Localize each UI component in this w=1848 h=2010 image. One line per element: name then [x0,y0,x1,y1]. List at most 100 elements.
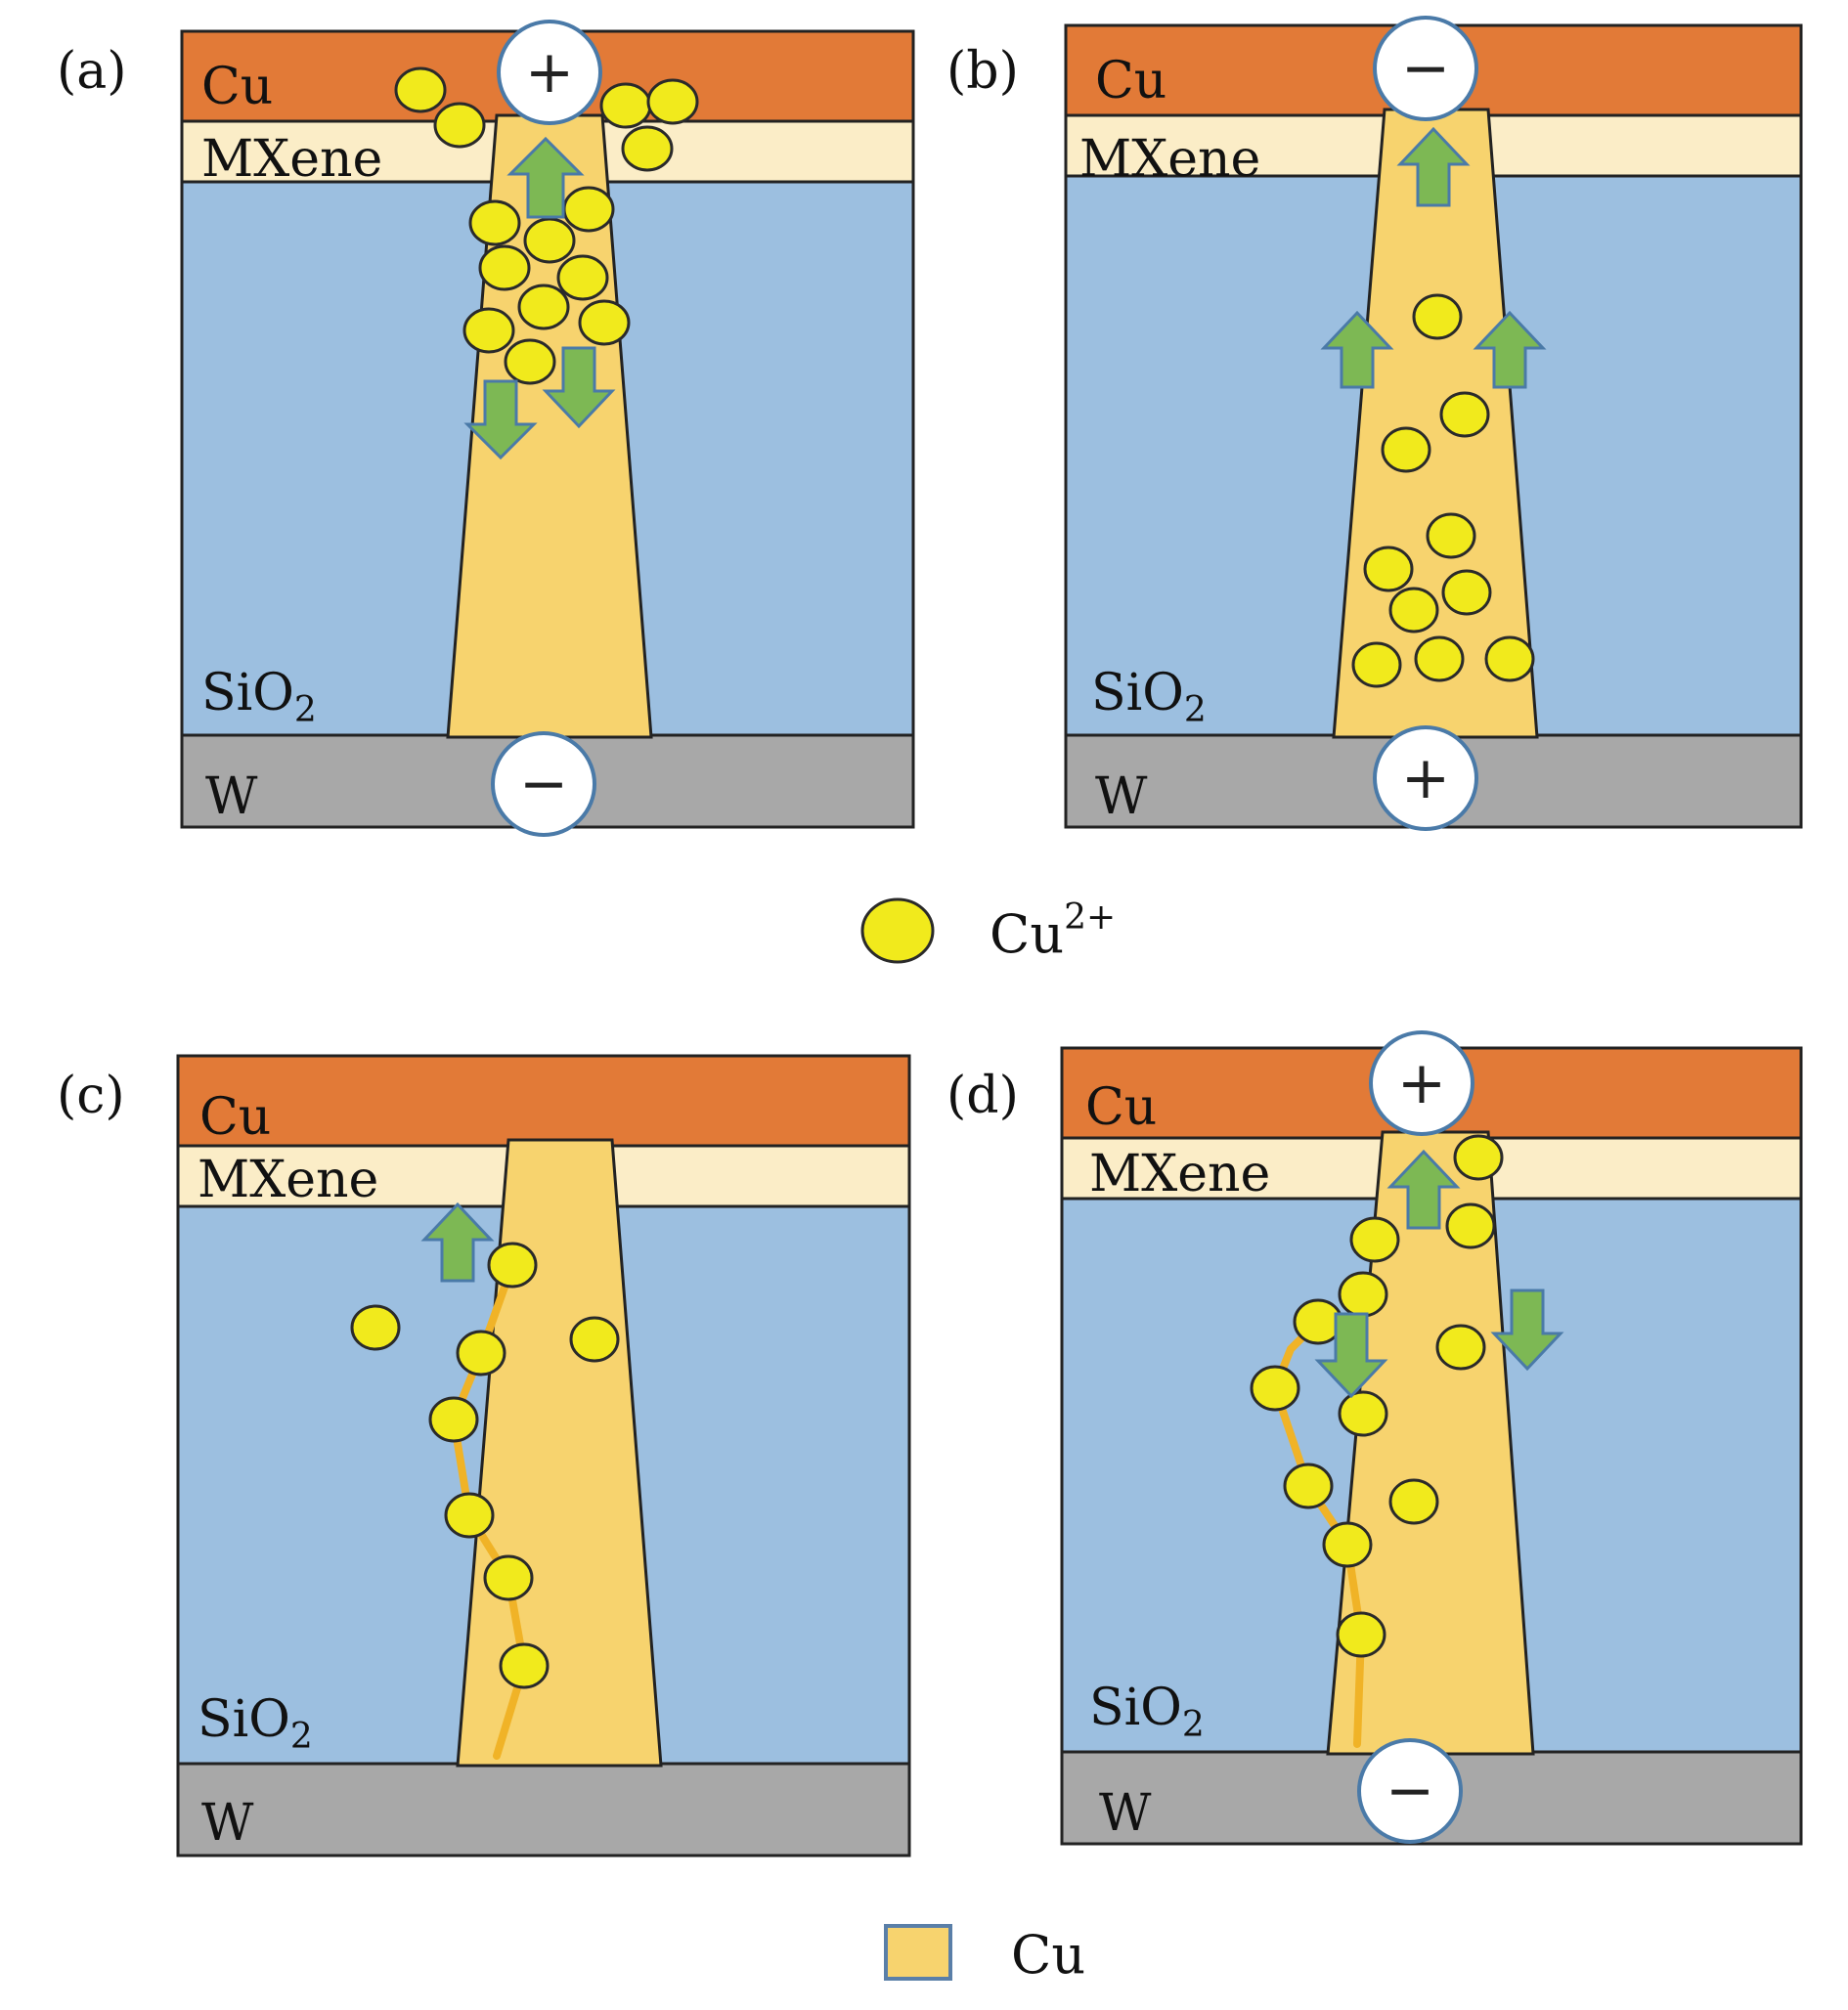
cu-ion [646,78,699,125]
cu-ion [456,1330,506,1376]
w-label: W [1095,767,1148,826]
arrow-down-icon [1490,1289,1564,1372]
positive-electrode [1373,725,1478,831]
cu-ion [1336,1611,1386,1658]
negative-electrode [491,731,596,837]
cu-ion [569,1316,620,1363]
panel-label: (a) [57,42,127,101]
cu-ion [556,254,609,301]
positive-electrode [497,20,602,125]
cu-ion [478,244,531,291]
arrow-group [463,136,616,460]
filament-legend-label: Cu [1011,1924,1085,1986]
arrow-down-icon [542,346,616,429]
cu-ion [1381,426,1431,473]
panel-d: (d) Cu MXene SiO2 W + − [946,1030,1803,1846]
positive-electrode [1369,1030,1474,1136]
panel-a: (a) Cu MXene SiO2 W + − [57,20,915,837]
sio2-label: SiO2 [1091,664,1207,730]
ion-legend-swatch [860,897,935,964]
negative-sign: − [1386,1757,1434,1825]
cu-ion [433,102,486,149]
cu-ion [350,1304,401,1351]
cu-label: Cu [201,58,273,116]
cu-ion [462,307,515,354]
cu-ion [1338,1271,1388,1318]
cu-ion [1441,569,1492,616]
cu-ion [504,338,556,385]
negative-electrode [1373,16,1478,121]
cu-ion [578,299,631,346]
arrow-down-icon [463,379,538,460]
ion-legend-label: Cu2+ [990,897,1116,965]
filament-legend-swatch [884,1924,952,1981]
arrow-up-icon [1396,126,1471,207]
cu-ion [1426,512,1476,559]
cu-ion [394,66,447,113]
sio2-label: SiO2 [198,1690,313,1757]
arrow-up-icon [420,1202,495,1283]
cu-label: Cu [1095,52,1166,110]
w-layer [176,1762,911,1857]
cu-label: Cu [1085,1078,1157,1137]
mxene-label: MXene [201,130,382,189]
arrow-up-icon [1473,310,1547,389]
cu-ion [1412,293,1463,340]
cu-ion [487,1242,538,1289]
sio2-label: SiO2 [1089,1679,1205,1745]
positive-sign: + [525,38,574,107]
cu-ion [1322,1521,1373,1568]
cu-ion [562,186,615,233]
cu-ion [1484,635,1535,682]
panel-label: (c) [57,1067,125,1125]
w-label: W [205,767,258,826]
cu-ion [1414,635,1465,682]
panel-c: (c) Cu MXene SiO2 W [57,1054,911,1857]
cu-ion [1453,1134,1504,1181]
cu-ion [1445,1202,1496,1249]
arrow-group [1314,1149,1564,1399]
cu-ion [444,1492,495,1539]
cu-layer [176,1054,911,1148]
cu-ion [599,82,652,129]
w-label: W [1099,1784,1152,1843]
panel-b: (b) Cu MXene SiO2 W − + [946,16,1803,831]
cu-ion [1351,641,1402,688]
cu-ion [1250,1365,1300,1412]
cu-ion [483,1554,534,1601]
negative-sign: − [519,750,568,818]
mxene-label: MXene [198,1151,378,1209]
sio2-label: SiO2 [201,664,317,730]
cu-ion [1283,1463,1334,1509]
ion-legend: Cu2+ [860,897,1116,965]
cu-ion [1388,587,1439,634]
cu-ion [1363,546,1414,592]
cu-ion [1439,391,1490,438]
positive-sign: + [1397,1049,1446,1117]
arrow-group [1320,126,1547,389]
cu-ion [523,217,576,264]
cu-ion [1388,1478,1439,1525]
cu-ion [1349,1216,1400,1263]
arrow-up-icon [506,136,585,219]
ion-group [1351,293,1535,688]
positive-sign: + [1401,744,1450,812]
cu-filament [456,1138,663,1768]
panel-label: (b) [946,42,1019,101]
cu-ion [517,284,570,330]
filament-legend: Cu [884,1924,1085,1986]
cu-label: Cu [199,1088,271,1147]
mxene-label: MXene [1089,1145,1270,1203]
negative-sign: − [1401,34,1450,103]
cu-ion [499,1642,550,1689]
ion-group [1250,1134,1504,1658]
cu-ion [1338,1390,1388,1437]
negative-electrode [1357,1738,1463,1844]
arrow-down-icon [1314,1312,1388,1399]
ion-group [350,1242,620,1689]
arrow-up-icon [1386,1149,1461,1230]
cu-ion [468,199,521,246]
w-label: W [201,1794,254,1853]
